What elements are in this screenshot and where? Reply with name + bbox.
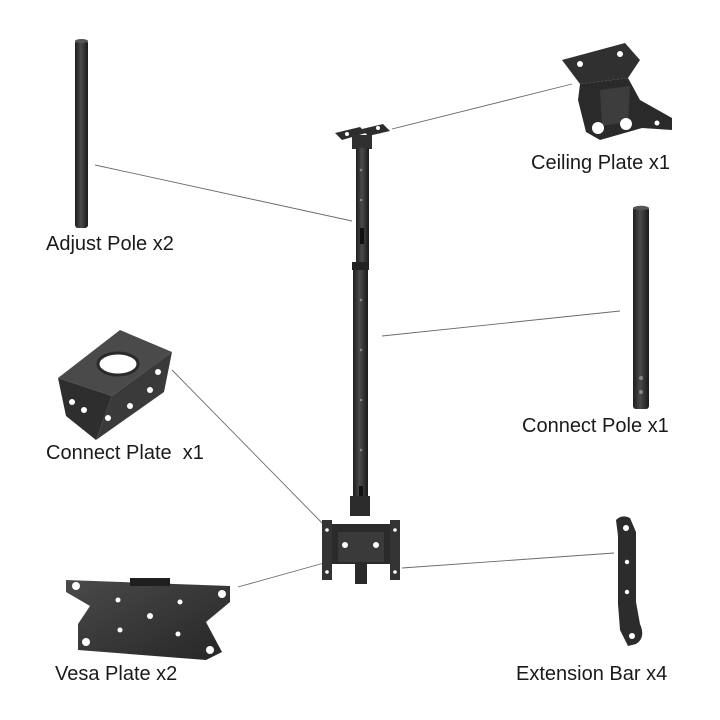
label-adjust-pole: Adjust Pole x2 <box>46 233 174 255</box>
leader-line-ceiling-plate <box>391 83 573 130</box>
extension-bar-image <box>616 516 643 646</box>
ceiling-plate-image <box>562 43 672 140</box>
connect-pole-image <box>633 205 649 409</box>
leader-line-vesa-plate <box>237 562 325 588</box>
leader-line-adjust-pole <box>94 164 353 222</box>
adjust-pole-image <box>75 39 88 228</box>
leader-line-connect-plate <box>171 369 327 528</box>
connect-plate-image <box>58 330 172 440</box>
label-ceiling-plate: Ceiling Plate x1 <box>531 152 670 174</box>
leader-line-extension-bar <box>401 552 615 569</box>
assembled-mount-image <box>322 124 400 584</box>
label-extension-bar: Extension Bar x4 <box>516 663 668 685</box>
vesa-plate-image <box>66 578 230 660</box>
label-connect-pole: Connect Pole x1 <box>522 415 669 437</box>
label-vesa-plate: Vesa Plate x2 <box>55 663 178 685</box>
leader-line-connect-pole <box>381 310 621 337</box>
label-connect-plate: Connect Plate x1 <box>46 442 204 464</box>
leader-lines <box>94 83 621 588</box>
